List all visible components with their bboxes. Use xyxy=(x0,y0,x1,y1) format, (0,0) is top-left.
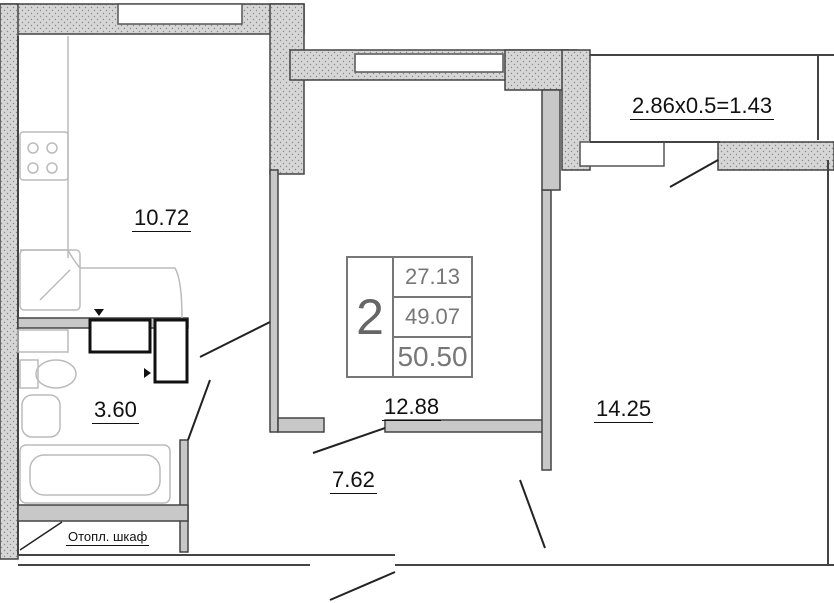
appliances xyxy=(88,318,189,384)
living-area: 27.13 xyxy=(394,258,471,298)
room2-area: 14.25 xyxy=(594,396,654,423)
summary-box: 2 27.13 49.07 50.50 xyxy=(346,256,473,378)
bathroom-fixtures xyxy=(17,329,171,504)
door-swings xyxy=(187,159,719,601)
total-area: 49.07 xyxy=(394,298,471,338)
hall-area: 7.62 xyxy=(330,467,377,494)
exterior-walls xyxy=(0,3,834,560)
heating-cabinet-label: Отопл. шкаф xyxy=(66,529,150,546)
balcony-formula: 2.86x0.5=1.43 xyxy=(630,93,775,120)
appliance-markers xyxy=(94,309,151,378)
rooms-count: 2 xyxy=(348,258,394,376)
room1-area: 12.88 xyxy=(382,394,442,421)
kitchen-fixtures xyxy=(19,36,183,319)
total-area-with-balcony: 50.50 xyxy=(397,341,468,372)
cabinet-diagonal xyxy=(19,521,63,551)
bathroom-area: 3.60 xyxy=(92,397,139,424)
kitchen-area: 10.72 xyxy=(132,205,192,232)
wall-outlines xyxy=(17,36,834,566)
